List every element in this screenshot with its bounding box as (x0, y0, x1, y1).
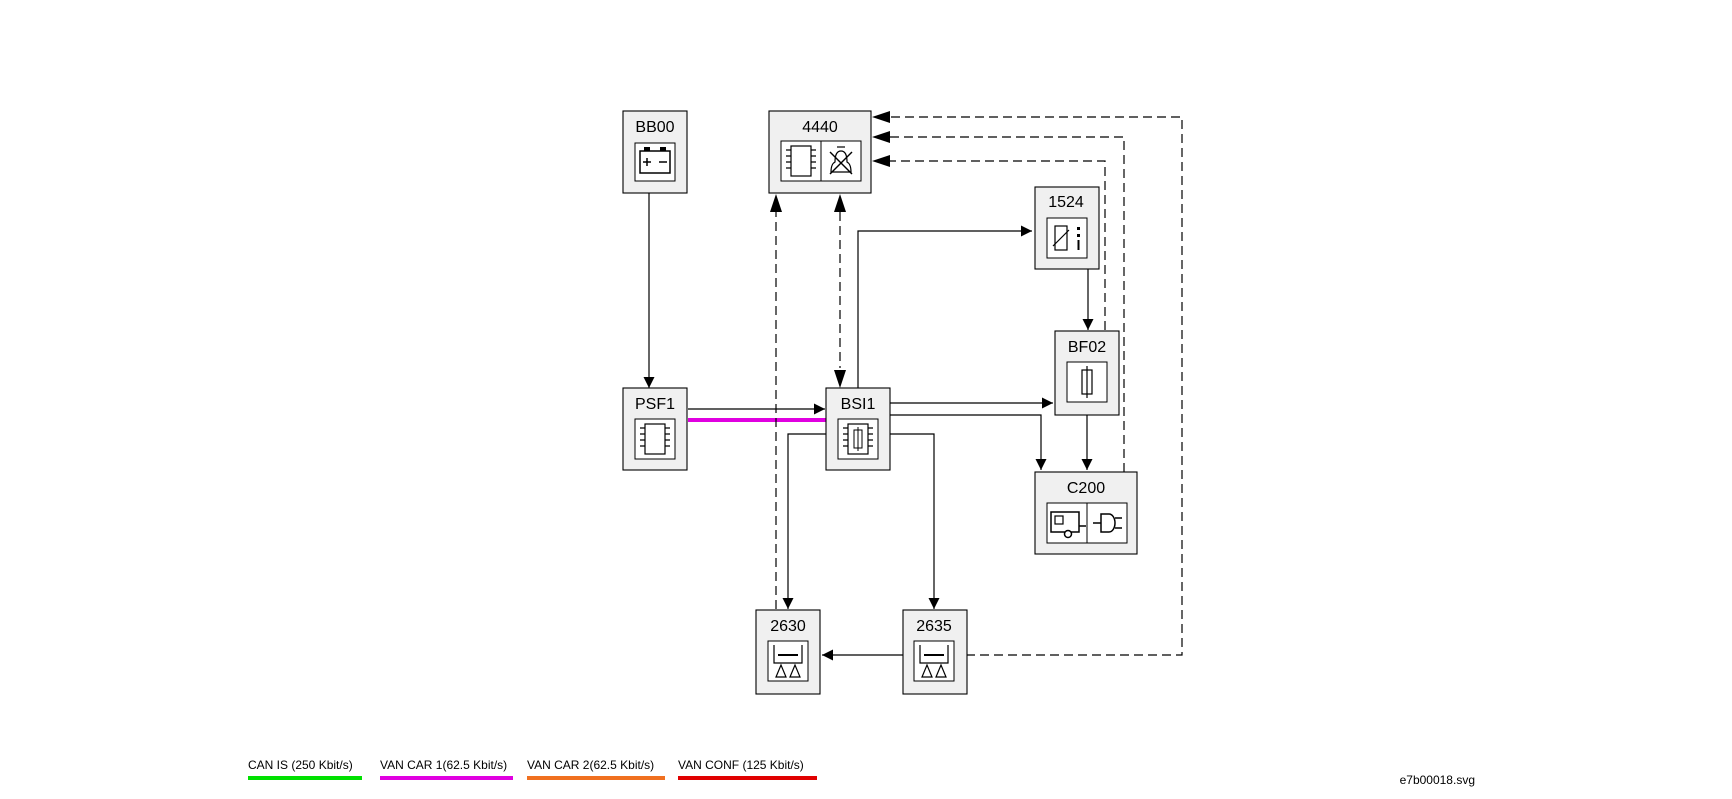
wire-bsi1-c200 (890, 414, 1047, 470)
node-label: BSI1 (841, 396, 876, 413)
trailer-icon (1046, 502, 1088, 544)
link-2635-4440 (890, 116, 1183, 656)
wire-bsi1-2630 (782, 433, 826, 609)
node-label: PSF1 (635, 396, 675, 413)
node-4440[interactable]: 4440 (768, 110, 872, 194)
legend-item-van-conf: VAN CONF (125 Kbit/s) (678, 758, 817, 780)
node-label: C200 (1067, 480, 1105, 497)
legend-label: CAN IS (250 Kbit/s) (248, 758, 353, 772)
alarm-bell-icon (820, 140, 862, 182)
arrow-down-bsi1 (834, 370, 846, 388)
chip-icon (634, 418, 676, 460)
link-c200-4440 (890, 136, 1125, 472)
legend: CAN IS (250 Kbit/s) VAN CAR 1(62.5 Kbit/… (248, 758, 817, 780)
arrow-left-4440-1 (872, 111, 890, 123)
arrow-left-4440-3 (872, 155, 890, 167)
legend-label: VAN CAR 1(62.5 Kbit/s) (380, 758, 507, 772)
node-label: BF02 (1068, 339, 1106, 356)
node-2635[interactable]: 2635 (902, 609, 968, 695)
node-1524[interactable]: 1524 (1034, 186, 1100, 270)
fuse-chip-icon (837, 418, 879, 460)
node-bf02[interactable]: BF02 (1054, 330, 1120, 416)
file-name: e7b00018.svg (1400, 773, 1475, 787)
battery-icon (634, 142, 676, 182)
node-label: 2635 (916, 618, 952, 635)
node-psf1[interactable]: PSF1 (622, 387, 688, 471)
legend-item-can-is: CAN IS (250 Kbit/s) (248, 758, 362, 780)
wire-bsi1-2635 (890, 433, 940, 609)
arrow-up-4440-left (770, 194, 782, 212)
node-2630[interactable]: 2630 (755, 609, 821, 695)
node-label: 1524 (1048, 194, 1084, 211)
node-label: BB00 (635, 119, 674, 136)
arrow-up-4440 (834, 194, 846, 212)
sensor-relay-icon (1046, 217, 1088, 259)
fuse-icon (1066, 361, 1108, 403)
chip-icon (780, 140, 822, 182)
node-label: 2630 (770, 618, 806, 635)
socket-plug-icon (1086, 502, 1128, 544)
legend-item-van-car1: VAN CAR 1(62.5 Kbit/s) (380, 758, 513, 780)
seat-icon (767, 640, 809, 682)
node-c200[interactable]: C200 (1034, 471, 1138, 555)
legend-label: VAN CONF (125 Kbit/s) (678, 758, 804, 772)
arrow-left-4440-2 (872, 131, 890, 143)
wire-bsi1-1524 (857, 225, 1032, 388)
node-label: 4440 (802, 119, 838, 136)
link-bf02-4440 (890, 160, 1106, 330)
connections (643, 111, 1183, 661)
node-bb00[interactable]: BB00 (622, 110, 688, 194)
seat-icon (913, 640, 955, 682)
node-bsi1[interactable]: BSI1 (825, 387, 891, 471)
legend-label: VAN CAR 2(62.5 Kbit/s) (527, 758, 654, 772)
legend-item-van-car2: VAN CAR 2(62.5 Kbit/s) (527, 758, 665, 780)
